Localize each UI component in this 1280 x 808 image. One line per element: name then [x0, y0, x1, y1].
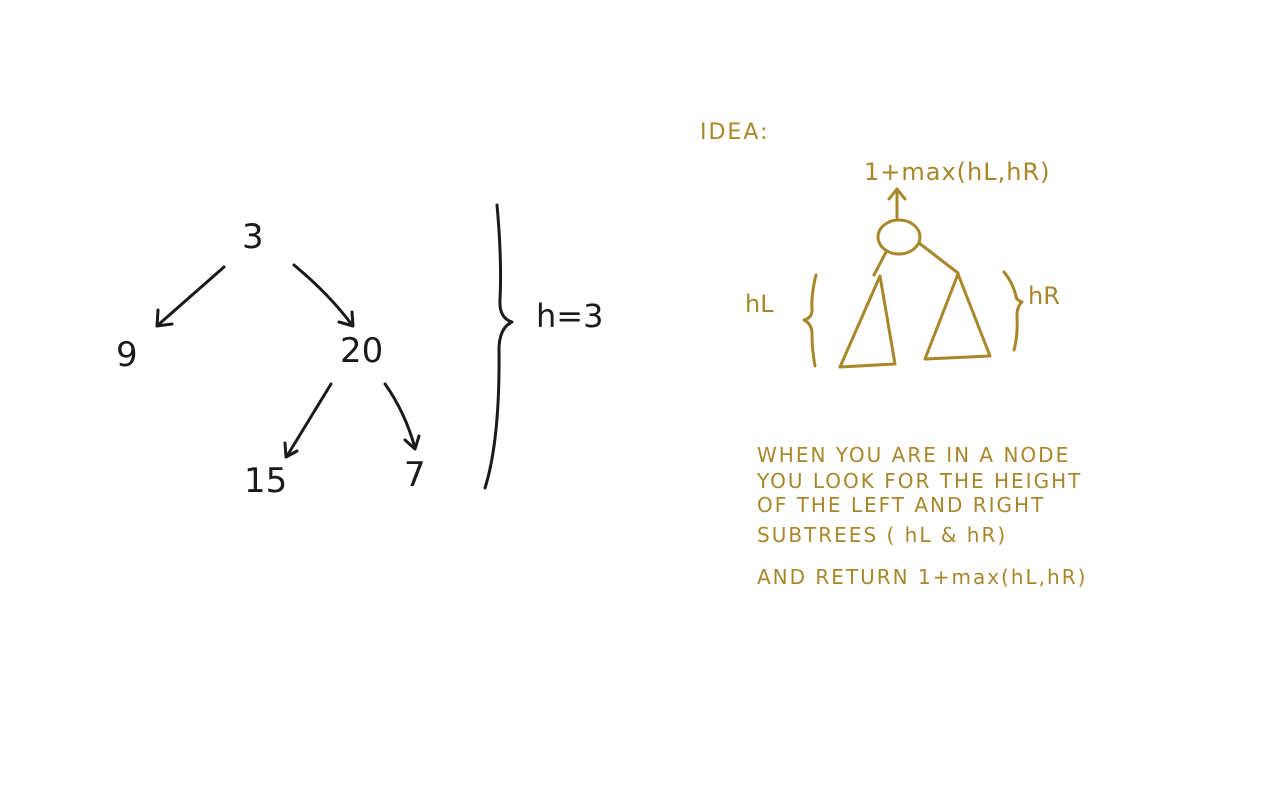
tree-node-right-right: 7 — [404, 455, 426, 495]
edge-to-right-subtree — [917, 241, 960, 275]
right-height-label: hR — [1028, 282, 1060, 310]
arrowhead-right-right — [403, 434, 421, 451]
tree-node-left: 9 — [116, 335, 138, 375]
arrowhead-root-right — [337, 310, 355, 328]
tree-height-label: h=3 — [536, 297, 603, 335]
tree-node-root: 3 — [242, 217, 264, 257]
formula-top: 1+max(hL,hR) — [864, 158, 1051, 186]
arrowhead-root-left — [155, 308, 174, 328]
right-subtree-triangle — [923, 272, 992, 361]
arrowhead-right-left — [283, 441, 299, 459]
edge-to-left-subtree — [872, 250, 888, 277]
explanation-line: SUBTREES ( hL & hR) — [757, 523, 1007, 547]
edge-root-left — [156, 265, 226, 327]
right-height-brace — [1002, 270, 1024, 352]
edge-right-right — [383, 382, 417, 450]
edge-root-right — [292, 263, 354, 327]
explanation-line: OF THE LEFT AND RIGHT — [757, 493, 1045, 517]
explanation-line: WHEN YOU ARE IN A NODE — [757, 443, 1070, 467]
tree-node-right-left: 15 — [244, 461, 287, 501]
explanation-line: YOU LOOK FOR THE HEIGHT — [756, 469, 1082, 493]
edge-right-left — [285, 382, 333, 458]
tree-node-right: 20 — [340, 331, 383, 371]
return-line: AND RETURN 1+max(hL,hR) — [757, 565, 1087, 589]
left-subtree-triangle — [838, 274, 897, 369]
explanation-text: WHEN YOU ARE IN A NODE YOU LOOK FOR THE … — [756, 443, 1087, 589]
up-arrow-head — [887, 187, 907, 201]
left-height-brace — [802, 273, 818, 368]
left-height-label: hL — [745, 290, 774, 318]
node-circle — [876, 218, 922, 256]
idea-diagram: IDEA: 1+max(hL,hR) hL hR WHEN YOU ARE IN… — [700, 120, 1087, 589]
binary-tree: 3 9 20 15 7 h=3 — [116, 203, 603, 501]
height-brace — [483, 203, 514, 490]
idea-title: IDEA: — [700, 120, 769, 145]
